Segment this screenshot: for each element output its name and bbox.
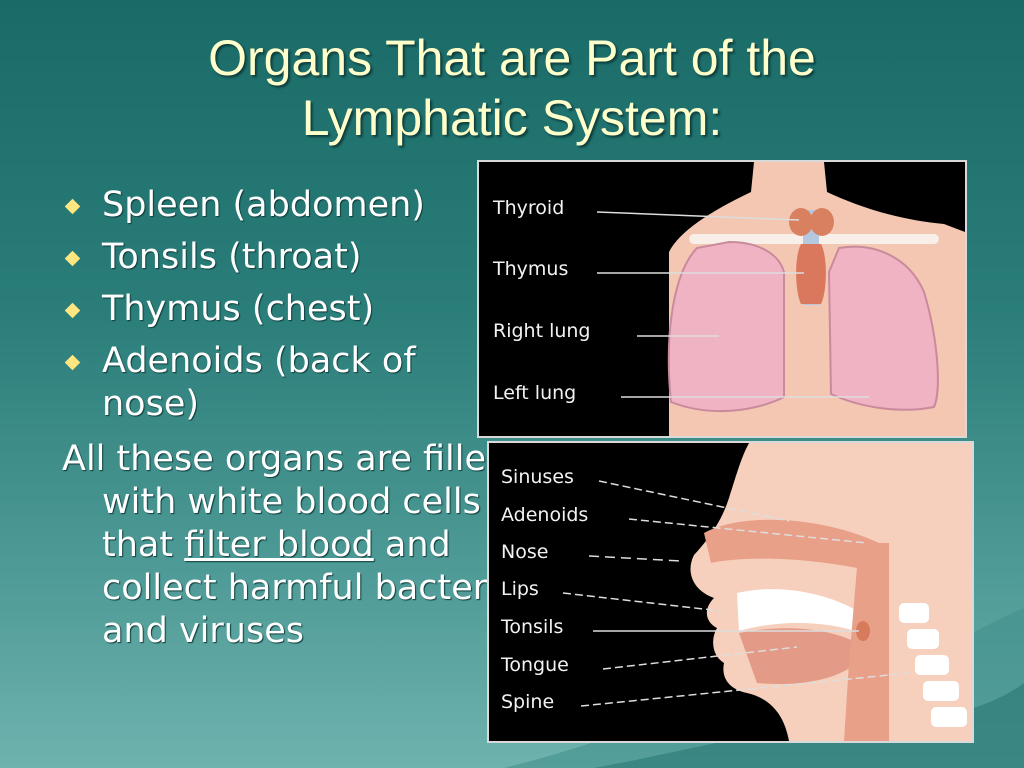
diamond-bullet-icon	[64, 198, 81, 215]
summary-text-start: All these organs are filled with white b…	[62, 439, 509, 565]
bullet-text: Tonsils (throat)	[102, 237, 362, 277]
bullet-text: Thymus (chest)	[102, 289, 375, 329]
label-left-lung: Left lung	[493, 382, 576, 404]
list-item: Adenoids (back of nose)	[62, 340, 482, 426]
title-line-2: Lymphatic System:	[301, 90, 723, 146]
label-adenoids: Adenoids	[501, 504, 588, 526]
summary-paragraph: All these organs are filled with white b…	[62, 438, 522, 653]
label-right-lung: Right lung	[493, 320, 591, 342]
label-tongue: Tongue	[500, 654, 569, 676]
list-item: Spleen (abdomen)	[62, 184, 482, 227]
diamond-bullet-icon	[64, 302, 81, 319]
list-item: Tonsils (throat)	[62, 236, 482, 279]
head-diagram: Sinuses Adenoids Nose Lips Tonsils Tongu…	[487, 441, 974, 743]
chest-diagram: Thyroid Thymus Right lung Left lung	[477, 160, 967, 438]
label-thyroid: Thyroid	[492, 197, 564, 219]
label-tonsils: Tonsils	[500, 616, 563, 638]
summary-text-end: and collect harmful bacteria and viruses	[102, 525, 519, 651]
label-thymus: Thymus	[492, 258, 568, 280]
diamond-bullet-icon	[64, 354, 81, 371]
diamond-bullet-icon	[64, 250, 81, 267]
label-spine: Spine	[501, 691, 554, 713]
summary-underlined-text: filter blood	[184, 525, 374, 565]
label-nose: Nose	[501, 541, 548, 563]
label-sinuses: Sinuses	[501, 466, 574, 488]
bullet-text: Spleen (abdomen)	[102, 185, 425, 225]
list-item: Thymus (chest)	[62, 288, 482, 331]
slide-title: Organs That are Part of the Lymphatic Sy…	[0, 28, 1024, 148]
bullet-text: Adenoids (back of nose)	[102, 341, 416, 424]
label-lips: Lips	[501, 578, 539, 600]
organ-list: Spleen (abdomen) Tonsils (throat) Thymus…	[62, 184, 482, 435]
title-line-1: Organs That are Part of the	[208, 30, 816, 86]
